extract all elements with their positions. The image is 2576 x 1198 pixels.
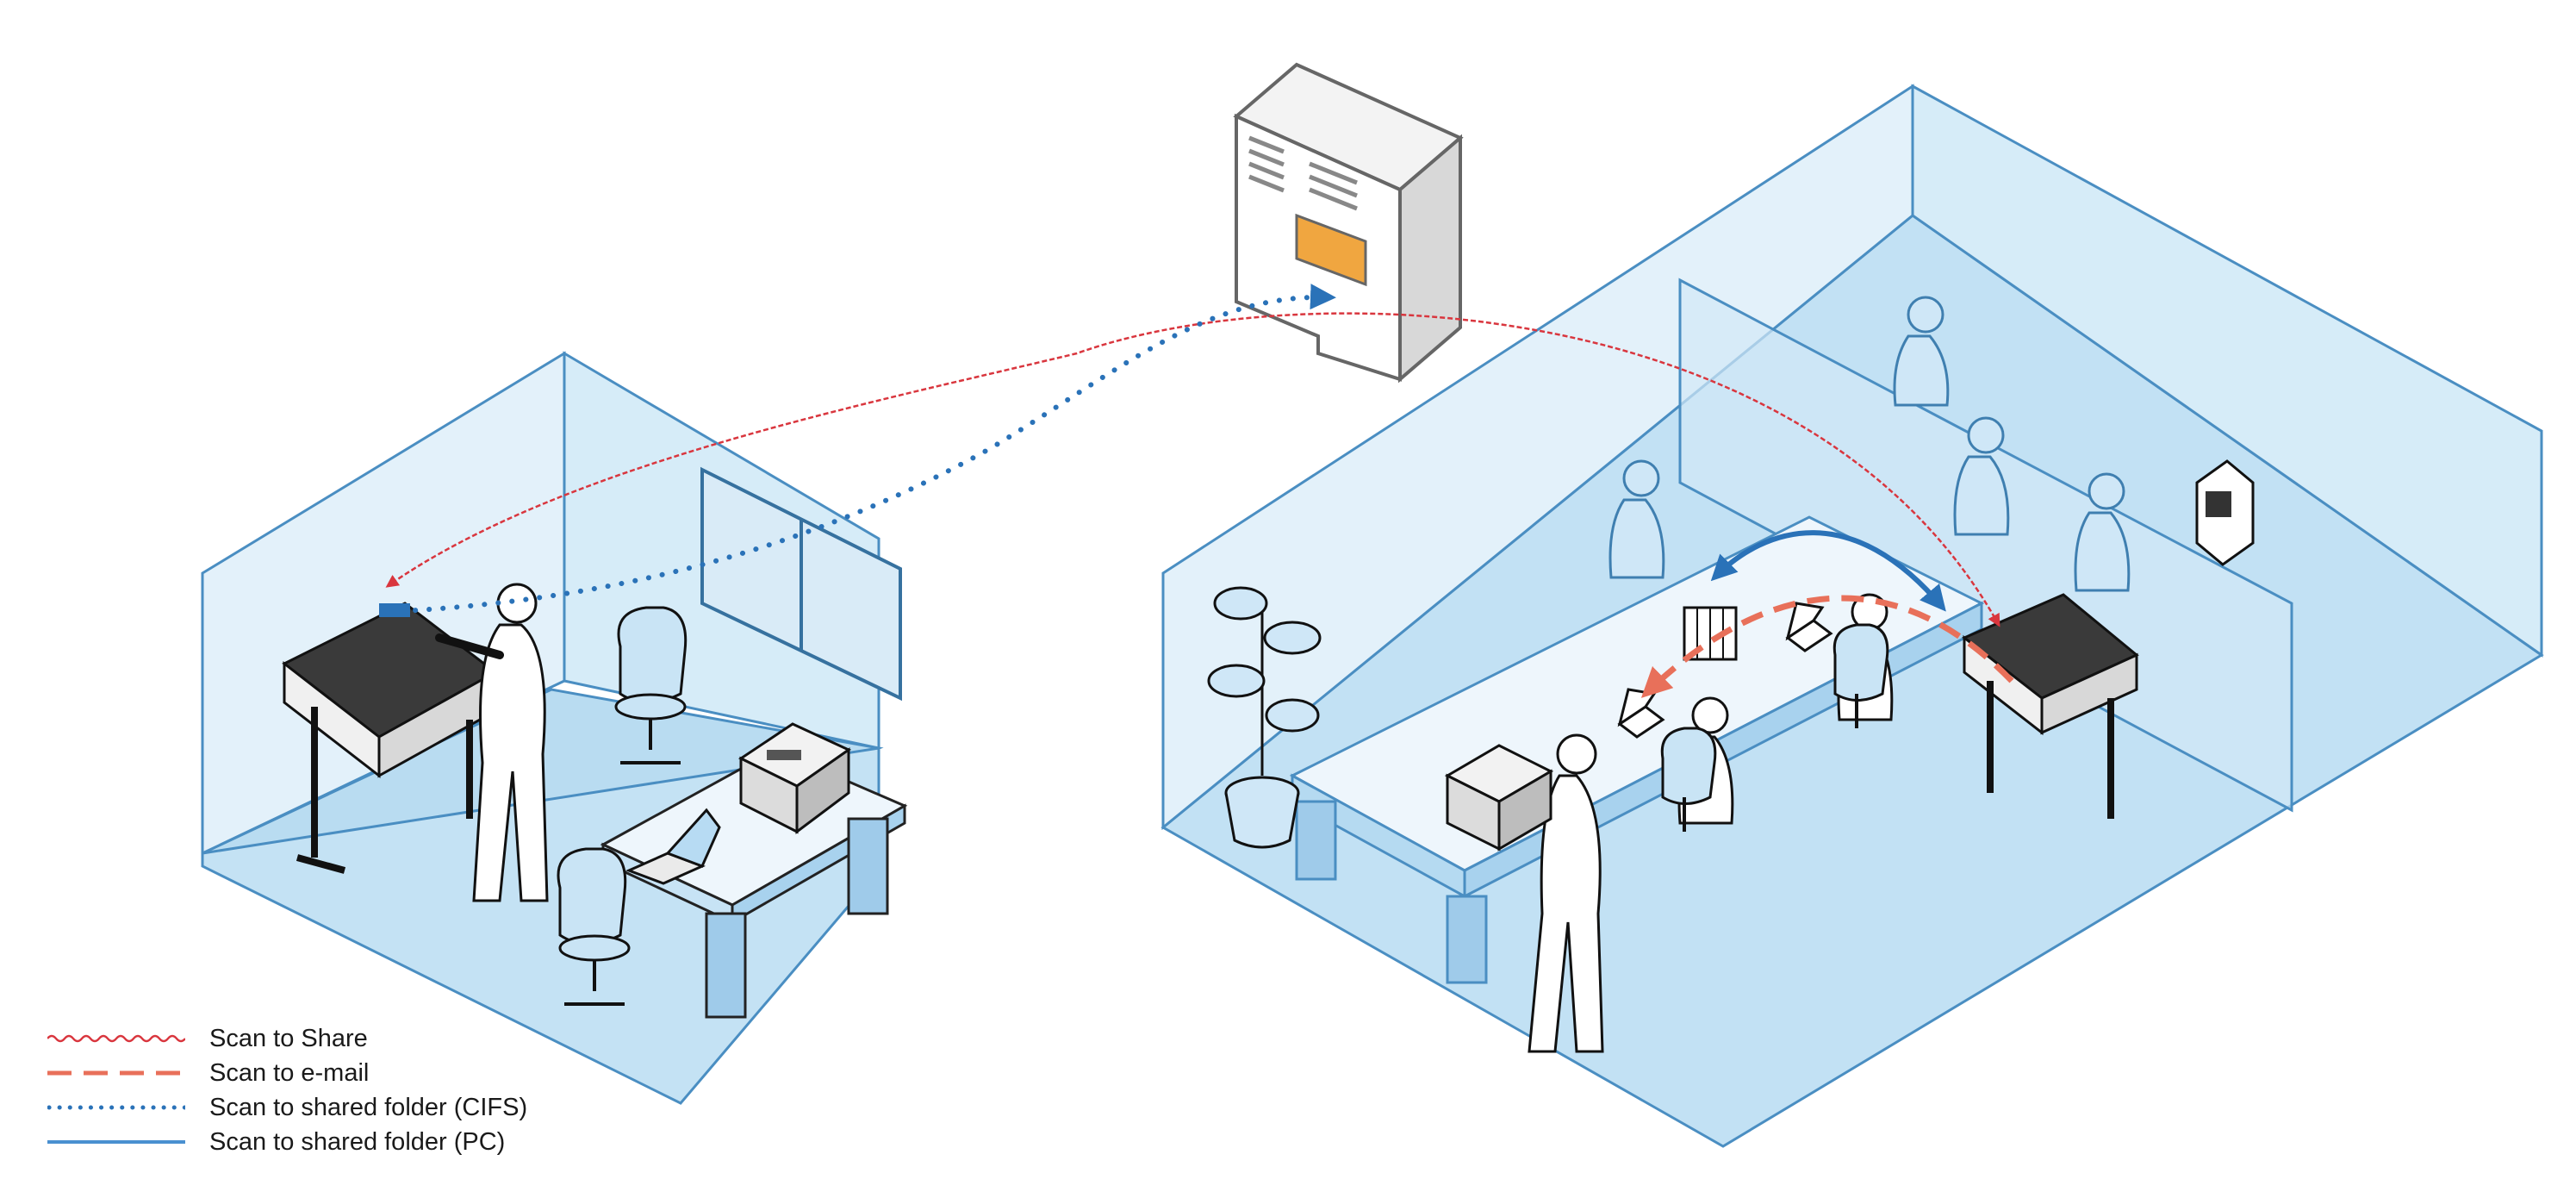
- dashed-line-icon: [47, 1070, 185, 1076]
- scan-to-share-path: [385, 312, 2000, 627]
- person-icon: [1953, 416, 2010, 536]
- right-office-room: [1160, 84, 2544, 1148]
- legend-item-cifs: Scan to shared folder (CIFS): [47, 1090, 702, 1125]
- legend: Scan to Share Scan to e-mail Scan to sha…: [47, 1021, 702, 1159]
- person-icon: [1608, 459, 1665, 579]
- office-chair-icon: [1832, 623, 1889, 728]
- office-chair-icon: [614, 606, 688, 764]
- laptop-icon: [1617, 688, 1665, 739]
- person-icon: [2074, 472, 2131, 592]
- server-tower-icon: [1233, 62, 1464, 384]
- left-office-room: [201, 351, 908, 1105]
- partition-wall: [1678, 278, 2293, 813]
- office-chair-icon: [557, 847, 631, 1006]
- wavy-line-icon: [47, 1034, 185, 1043]
- legend-label: Scan to e-mail: [209, 1058, 370, 1087]
- legend-item-pc: Scan to shared folder (PC): [47, 1125, 702, 1159]
- multifunction-printer-icon: [1444, 744, 1554, 852]
- large-format-printer-icon: [1962, 593, 2139, 819]
- scan-to-email-path: [1640, 595, 2014, 698]
- solid-line-icon: [47, 1140, 185, 1144]
- office-chair-icon: [1660, 727, 1717, 832]
- wall-scanner-device-icon: [2195, 459, 2255, 566]
- person-icon: [1528, 733, 1604, 1053]
- dotted-line-icon: [47, 1105, 185, 1110]
- legend-item-email: Scan to e-mail: [47, 1056, 702, 1090]
- scan-to-pc-path: [1710, 530, 1946, 612]
- legend-label: Scan to shared folder (CIFS): [209, 1093, 528, 1121]
- multifunction-printer-icon: [738, 722, 851, 834]
- legend-item-share: Scan to Share: [47, 1021, 702, 1056]
- right-room-back-right-wall: [1911, 84, 2543, 658]
- person-icon: [1893, 296, 1950, 407]
- legend-label: Scan to shared folder (PC): [209, 1127, 506, 1156]
- legend-label: Scan to Share: [209, 1024, 368, 1052]
- laptop-icon: [625, 808, 721, 885]
